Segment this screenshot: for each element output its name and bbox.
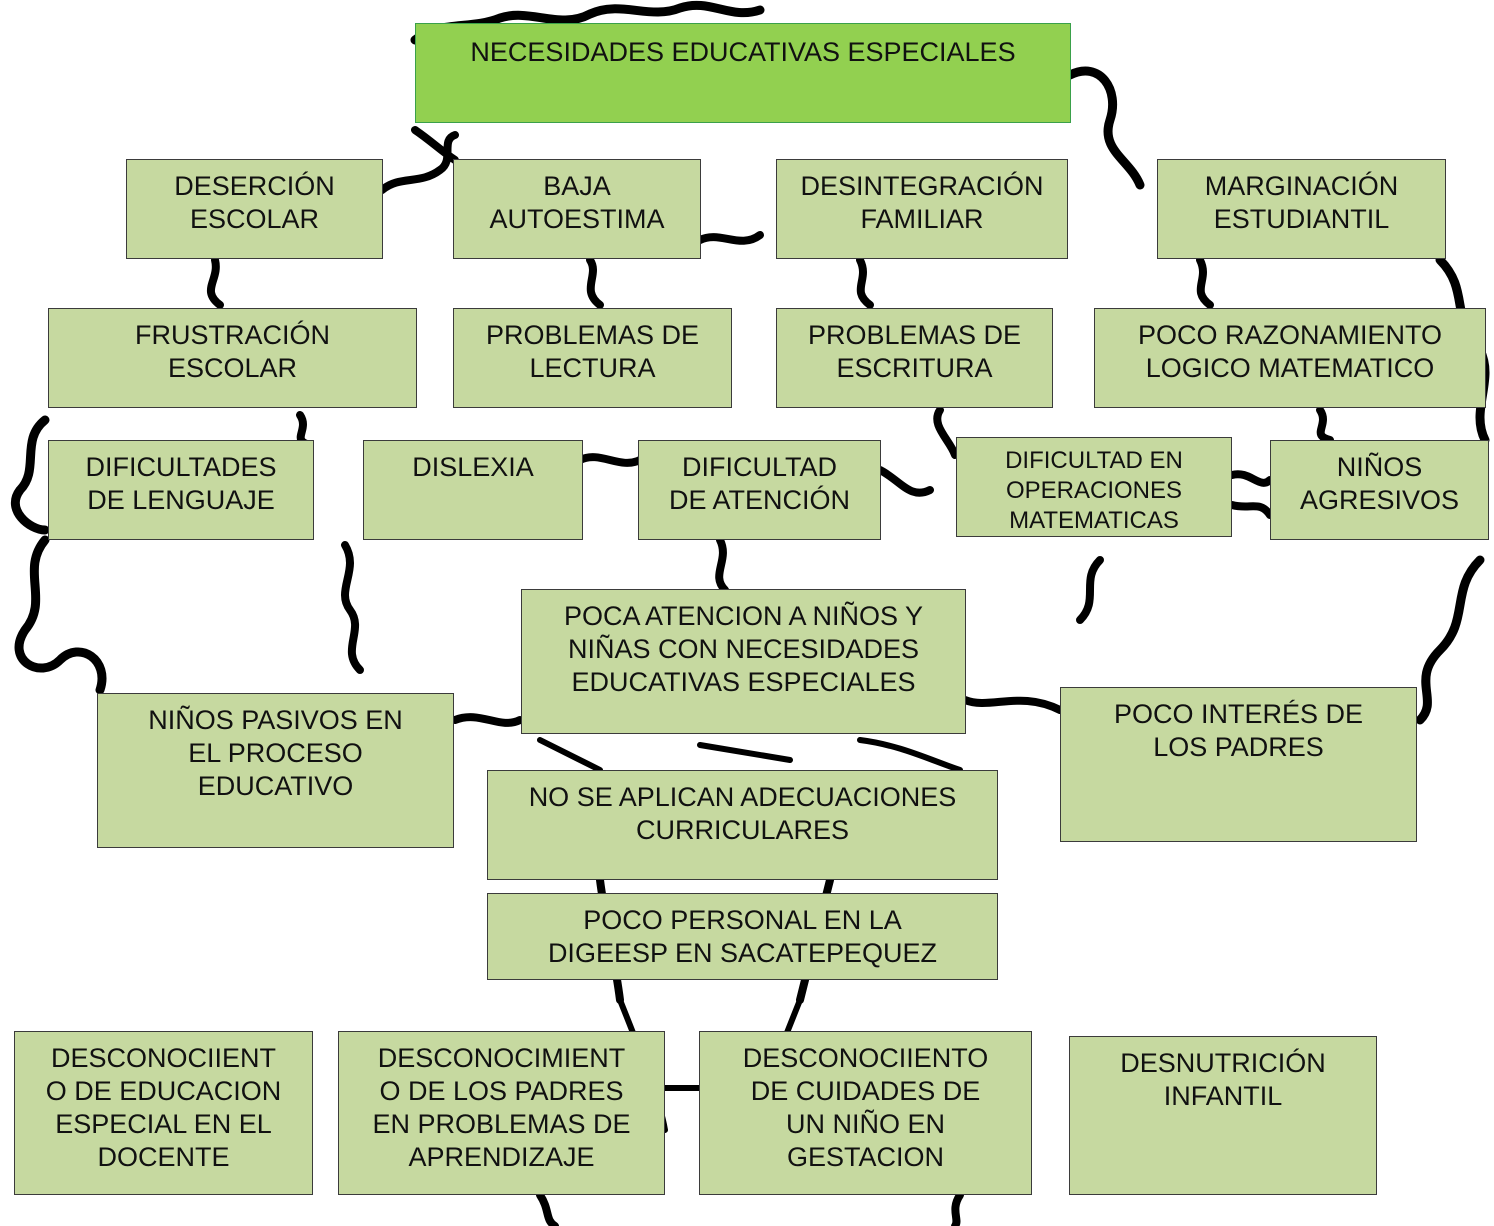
effect-box: DESERCIÓN ESCOLAR — [126, 159, 383, 259]
cause-box: POCO PERSONAL EN LA DIGEESP EN SACATEPEQ… — [487, 893, 998, 980]
effect-box: BAJA AUTOESTIMA — [453, 159, 701, 259]
effect-box: DIFICULTAD EN OPERACIONES MATEMATICAS — [956, 437, 1232, 537]
root-cause-box: DESCONOCIIENT O DE EDUCACION ESPECIAL EN… — [14, 1031, 313, 1195]
tree-branches — [206, 126, 1334, 727]
effect-box: DISLEXIA — [363, 440, 583, 540]
side-effect-box-left: NIÑOS PASIVOS EN EL PROCESO EDUCATIVO — [97, 693, 454, 848]
root-cause-box: DESCONOCIIENTO DE CUIDADES DE UN NIÑO EN… — [699, 1031, 1032, 1195]
central-problem-box: POCA ATENCION A NIÑOS Y NIÑAS CON NECESI… — [521, 589, 966, 734]
root-cause-box: DESNUTRICIÓN INFANTIL — [1069, 1036, 1377, 1195]
effect-box: FRUSTRACIÓN ESCOLAR — [48, 308, 417, 408]
cause-box: NO SE APLICAN ADECUACIONES CURRICULARES — [487, 770, 998, 880]
effect-box: PROBLEMAS DE ESCRITURA — [776, 308, 1053, 408]
effect-box: DIFICULTADES DE LENGUAJE — [48, 440, 314, 540]
effect-box: POCO RAZONAMIENTO LOGICO MATEMATICO — [1094, 308, 1486, 408]
effect-box: NIÑOS AGRESIVOS — [1270, 440, 1489, 540]
effect-box: MARGINACIÓN ESTUDIANTIL — [1157, 159, 1446, 259]
root-cause-box: DESCONOCIMIENT O DE LOS PADRES EN PROBLE… — [338, 1031, 665, 1195]
effect-box: DIFICULTAD DE ATENCIÓN — [638, 440, 881, 540]
effect-box: DESINTEGRACIÓN FAMILIAR — [776, 159, 1068, 259]
side-cause-box-right: POCO INTERÉS DE LOS PADRES — [1060, 687, 1417, 842]
tree-crown-outline-left — [10, 415, 107, 695]
diagram-title: NECESIDADES EDUCATIVAS ESPECIALES — [415, 23, 1071, 123]
effect-box: PROBLEMAS DE LECTURA — [453, 308, 732, 408]
